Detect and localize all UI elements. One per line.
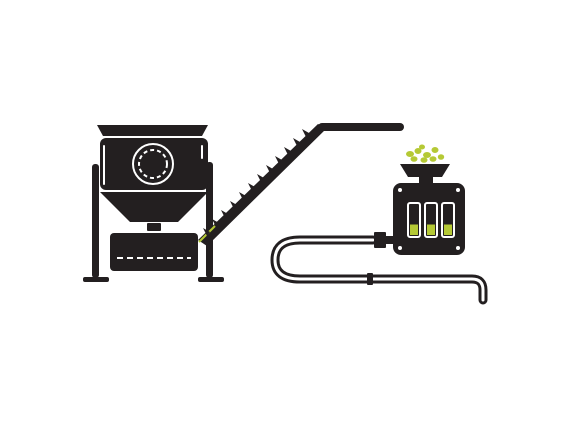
hopper-right-foot: [198, 277, 224, 282]
feed-pipe: [270, 232, 488, 305]
hopper-left-foot: [83, 277, 109, 282]
hopper-neck: [147, 223, 161, 231]
hopper-funnel: [100, 192, 208, 222]
gauges: [407, 202, 455, 238]
pellet-bowl: [400, 144, 450, 183]
hopper-base: [110, 233, 198, 271]
hopper-right-leg: [206, 162, 213, 278]
pipe-collar: [367, 273, 373, 285]
conveyor-teeth: [203, 129, 309, 236]
pipe-connector: [374, 232, 386, 248]
pellets: [406, 144, 445, 163]
gauge-left-fill: [410, 224, 418, 235]
conveyor-tube: [198, 124, 327, 246]
gauge-middle-fill: [427, 224, 435, 235]
hopper: [83, 125, 224, 282]
screw-conveyor: [198, 123, 404, 246]
hopper-rim: [97, 125, 208, 136]
pellet-bowl-body: [400, 164, 450, 177]
conveyor-discharge-pipe: [318, 123, 404, 131]
hopper-left-leg: [92, 164, 99, 278]
gauge-right-fill: [444, 224, 452, 235]
control-unit: [393, 144, 465, 255]
